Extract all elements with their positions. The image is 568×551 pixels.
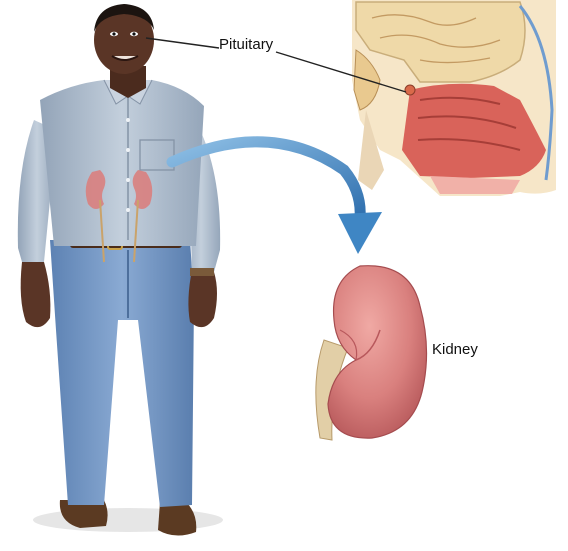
man-figure [18,4,223,536]
pituitary-gland [405,85,415,95]
head-cross-section [352,0,556,196]
kidney-label: Kidney [432,341,478,358]
kidney-illustration [316,266,427,440]
right-shoe [158,502,196,536]
jeans [50,240,194,507]
left-hand [21,262,51,327]
pituitary-label: Pituitary [219,36,273,53]
right-hand [188,270,217,327]
